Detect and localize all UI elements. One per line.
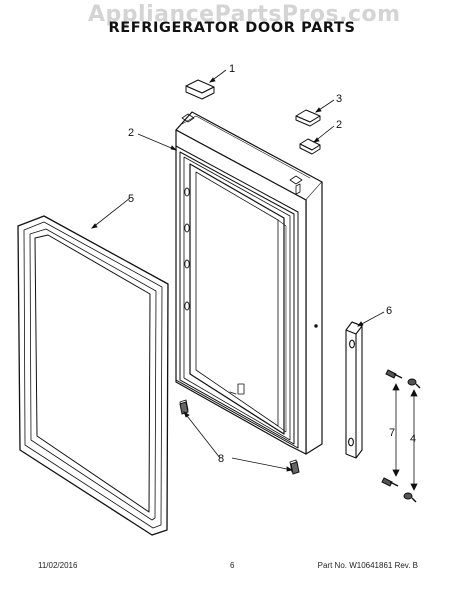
callout-3: 3	[336, 93, 342, 105]
door-assembly	[175, 111, 323, 473]
hinge-cap-top-left	[185, 79, 215, 100]
callout-4: 4	[410, 433, 416, 445]
screw-lower-right	[403, 492, 417, 503]
callout-8: 8	[218, 453, 224, 465]
plug-left	[179, 401, 189, 415]
plug-right	[290, 461, 300, 475]
screw-upper-right	[407, 378, 421, 389]
callout-numbers: 1 2 3 2 5 6 7 4 8	[128, 63, 416, 465]
hinge-plugs	[179, 401, 300, 475]
hinge-spacer	[299, 138, 321, 155]
leader-lines	[91, 69, 418, 491]
door-handle	[345, 321, 363, 459]
door-gasket	[17, 215, 169, 536]
callout-5: 5	[128, 193, 134, 205]
callout-2-top: 1	[229, 63, 235, 75]
footer-part-number: Part No. W10641861 Rev. B	[317, 561, 418, 570]
callout-1: 2	[128, 127, 134, 139]
watermark: AppliancePartsPros.com	[88, 2, 401, 27]
page-title: REFRIGERATOR DOOR PARTS	[108, 20, 356, 36]
screw-lower-left	[381, 477, 399, 487]
hinge-cap-top-right	[295, 109, 321, 127]
callout-2-right: 2	[336, 119, 342, 131]
callout-6: 6	[386, 305, 392, 317]
footer-page-number: 6	[230, 561, 235, 570]
callout-7: 7	[389, 427, 395, 439]
handle-screws	[381, 369, 421, 503]
screw-upper-left	[385, 369, 403, 379]
footer-date: 11/02/2016	[38, 561, 78, 570]
